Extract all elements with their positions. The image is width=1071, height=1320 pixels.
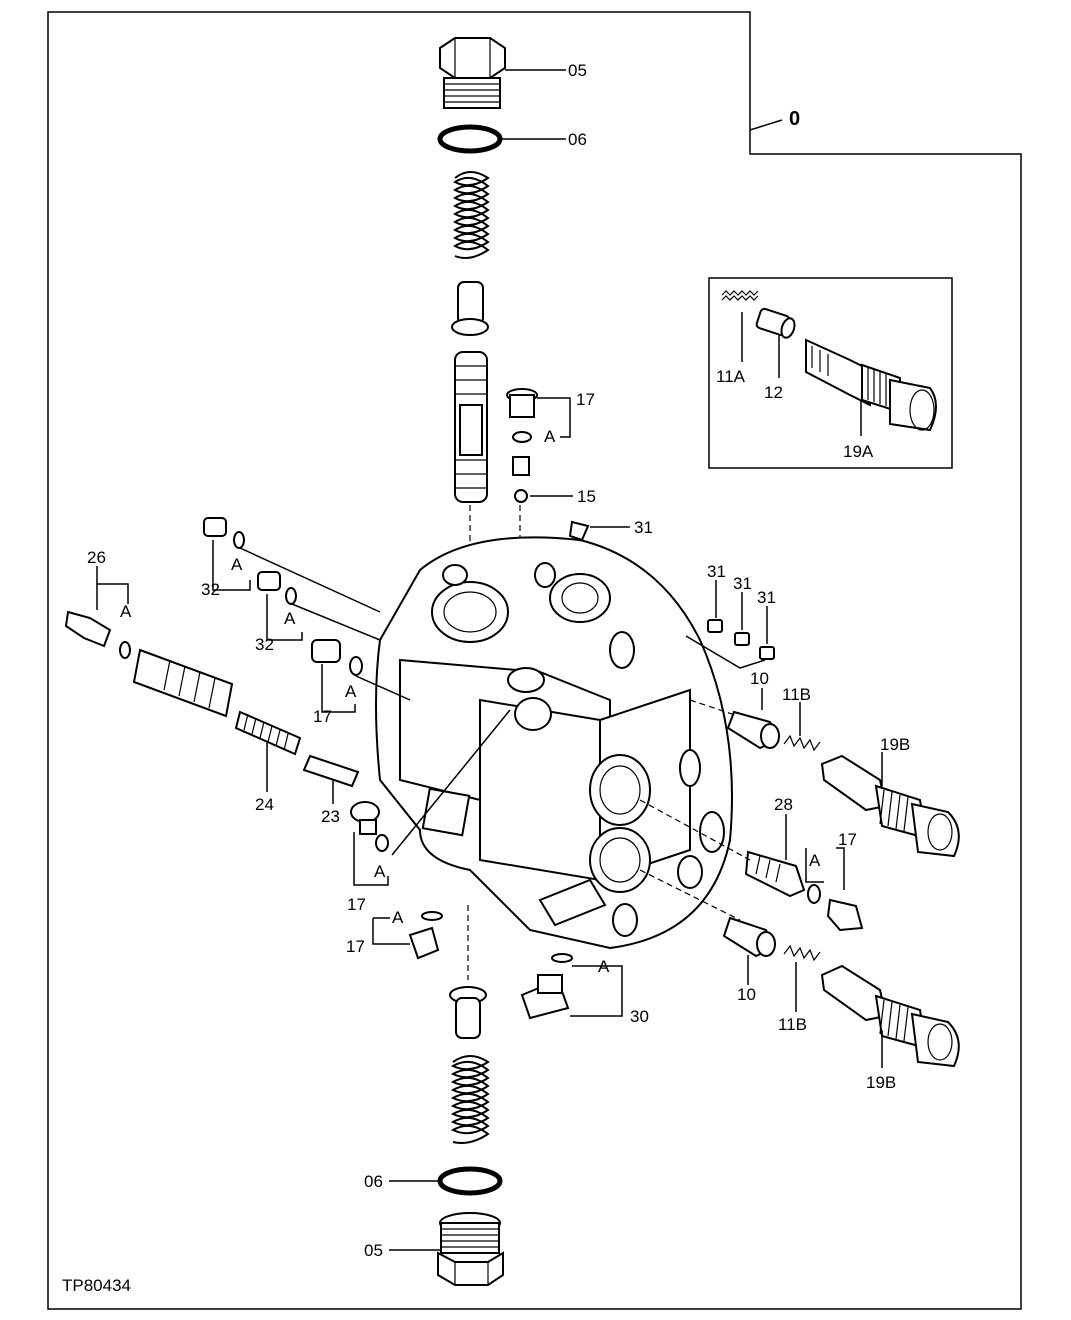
plug-17-bottom (408, 911, 443, 960)
label-a-32b: A (284, 609, 296, 628)
check-spool (132, 648, 234, 718)
plug-05-bottom (437, 1212, 504, 1286)
plug-32-b (257, 571, 297, 605)
spool-guide-top (451, 281, 489, 336)
inset-relief-valve-19a (805, 338, 937, 432)
label-10-lower: 10 (737, 985, 756, 1004)
label-a-26: A (120, 602, 132, 621)
oring-06-bottom (437, 1166, 503, 1196)
label-32-b: 32 (255, 635, 274, 654)
plug-17-right (807, 884, 864, 932)
label-a-17lower: A (374, 862, 386, 881)
fitting-26 (64, 610, 131, 659)
label-a-17bottom: A (392, 908, 404, 927)
plug-17-upper (506, 388, 538, 503)
plug-17-left (311, 639, 363, 676)
label-a-32a: A (231, 555, 243, 574)
label-a-17left: A (345, 682, 357, 701)
label-05-bottom: 05 (364, 1241, 383, 1260)
drawing-frame (47, 11, 1022, 1310)
plug-17-left-lower (350, 801, 389, 852)
label-17-left: 17 (313, 707, 332, 726)
spring-top (453, 171, 490, 259)
label-a-17right: A (809, 851, 821, 870)
pin-23 (302, 754, 360, 788)
label-19b-lower: 19B (866, 1073, 896, 1092)
inset-poppet-12 (755, 307, 796, 339)
label-32-a: 32 (201, 580, 220, 599)
inset-box (708, 277, 953, 469)
spring-11b-upper (783, 734, 821, 752)
label-17-left-lower: 17 (347, 895, 366, 914)
inset-label-19a: 19A (843, 442, 874, 461)
relief-valve-19b-lower (820, 964, 960, 1068)
label-a-30: A (598, 957, 610, 976)
label-11b-upper: 11B (782, 685, 811, 704)
plug-32-a (203, 517, 245, 549)
poppet-10-lower (722, 916, 776, 958)
orifices-31-right (707, 619, 775, 660)
label-31-top: 31 (634, 518, 653, 537)
orifice-31-top (568, 520, 590, 542)
oring-06-top (437, 124, 503, 154)
label-19b-upper: 19B (880, 735, 910, 754)
main-spool (454, 351, 488, 503)
label-a-upper: A (544, 427, 556, 446)
spring-bottom (450, 1055, 490, 1144)
spring-11b-lower (783, 944, 821, 962)
label-17-upper: 17 (576, 390, 595, 409)
label-06-bottom: 06 (364, 1172, 383, 1191)
label-24: 24 (255, 795, 274, 814)
drawing-id: TP80434 (62, 1276, 131, 1295)
poppet-10-upper (726, 710, 780, 750)
label-10-upper: 10 (750, 669, 769, 688)
label-26: 26 (87, 548, 106, 567)
valve-body (375, 536, 733, 950)
plug-05-top (439, 37, 506, 109)
group-label: 0 (789, 108, 800, 130)
label-06-top: 06 (568, 130, 587, 149)
group-leader (749, 119, 783, 131)
spool-guide-bottom (449, 986, 487, 1039)
label-30: 30 (630, 1007, 649, 1026)
label-31-r2: 31 (733, 574, 752, 593)
plug-30 (520, 953, 573, 1020)
label-23: 23 (321, 807, 340, 826)
label-28: 28 (774, 795, 793, 814)
label-17-bottom: 17 (346, 937, 365, 956)
label-11b-lower: 11B (778, 1015, 807, 1034)
label-31-r3: 31 (757, 588, 776, 607)
inset-spring-11a (721, 290, 759, 301)
spring-24 (234, 710, 302, 756)
relief-valve-19b-upper (820, 754, 960, 858)
label-17-right: 17 (838, 830, 857, 849)
inset-label-11a: 11A (716, 367, 746, 386)
label-05-top: 05 (568, 61, 587, 80)
inset-label-12: 12 (764, 383, 783, 402)
check-valve-28 (744, 850, 806, 898)
label-15: 15 (577, 487, 596, 506)
label-31-r1: 31 (707, 562, 726, 581)
